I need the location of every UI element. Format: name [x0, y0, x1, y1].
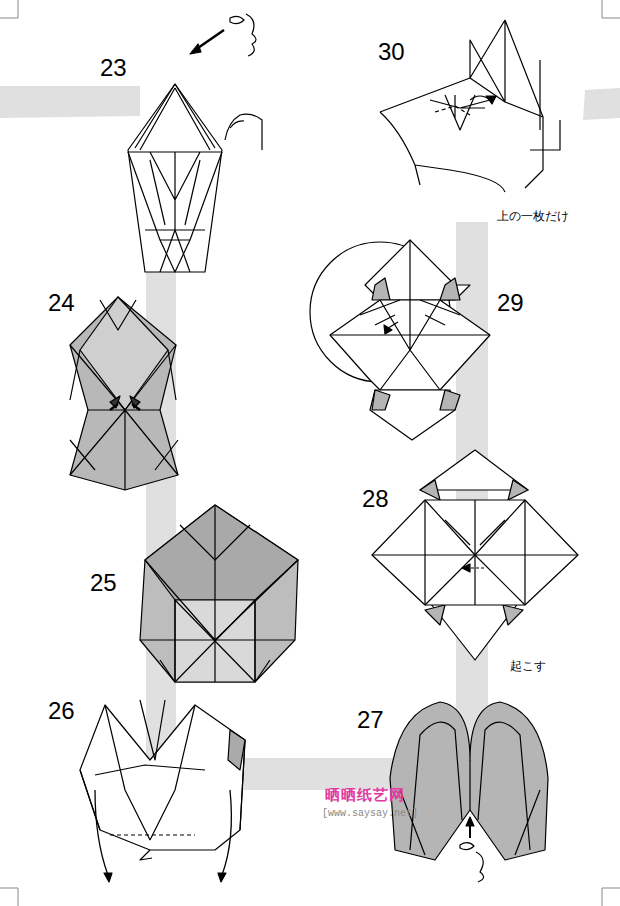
instruction-note: 上の一枚だけ	[497, 210, 569, 222]
step-number: 28	[362, 487, 389, 511]
step-number: 26	[48, 699, 75, 723]
step-number: 23	[100, 56, 127, 80]
instruction-note: 起こす	[510, 660, 546, 672]
watermark: [www.saysay.net]	[322, 809, 418, 819]
step-number: 27	[357, 708, 384, 732]
step-number: 29	[497, 291, 524, 315]
step-number: 24	[48, 291, 75, 315]
step-number: 25	[90, 571, 117, 595]
watermark: 晒晒纸艺网	[325, 788, 405, 803]
step-number: 30	[378, 40, 405, 64]
